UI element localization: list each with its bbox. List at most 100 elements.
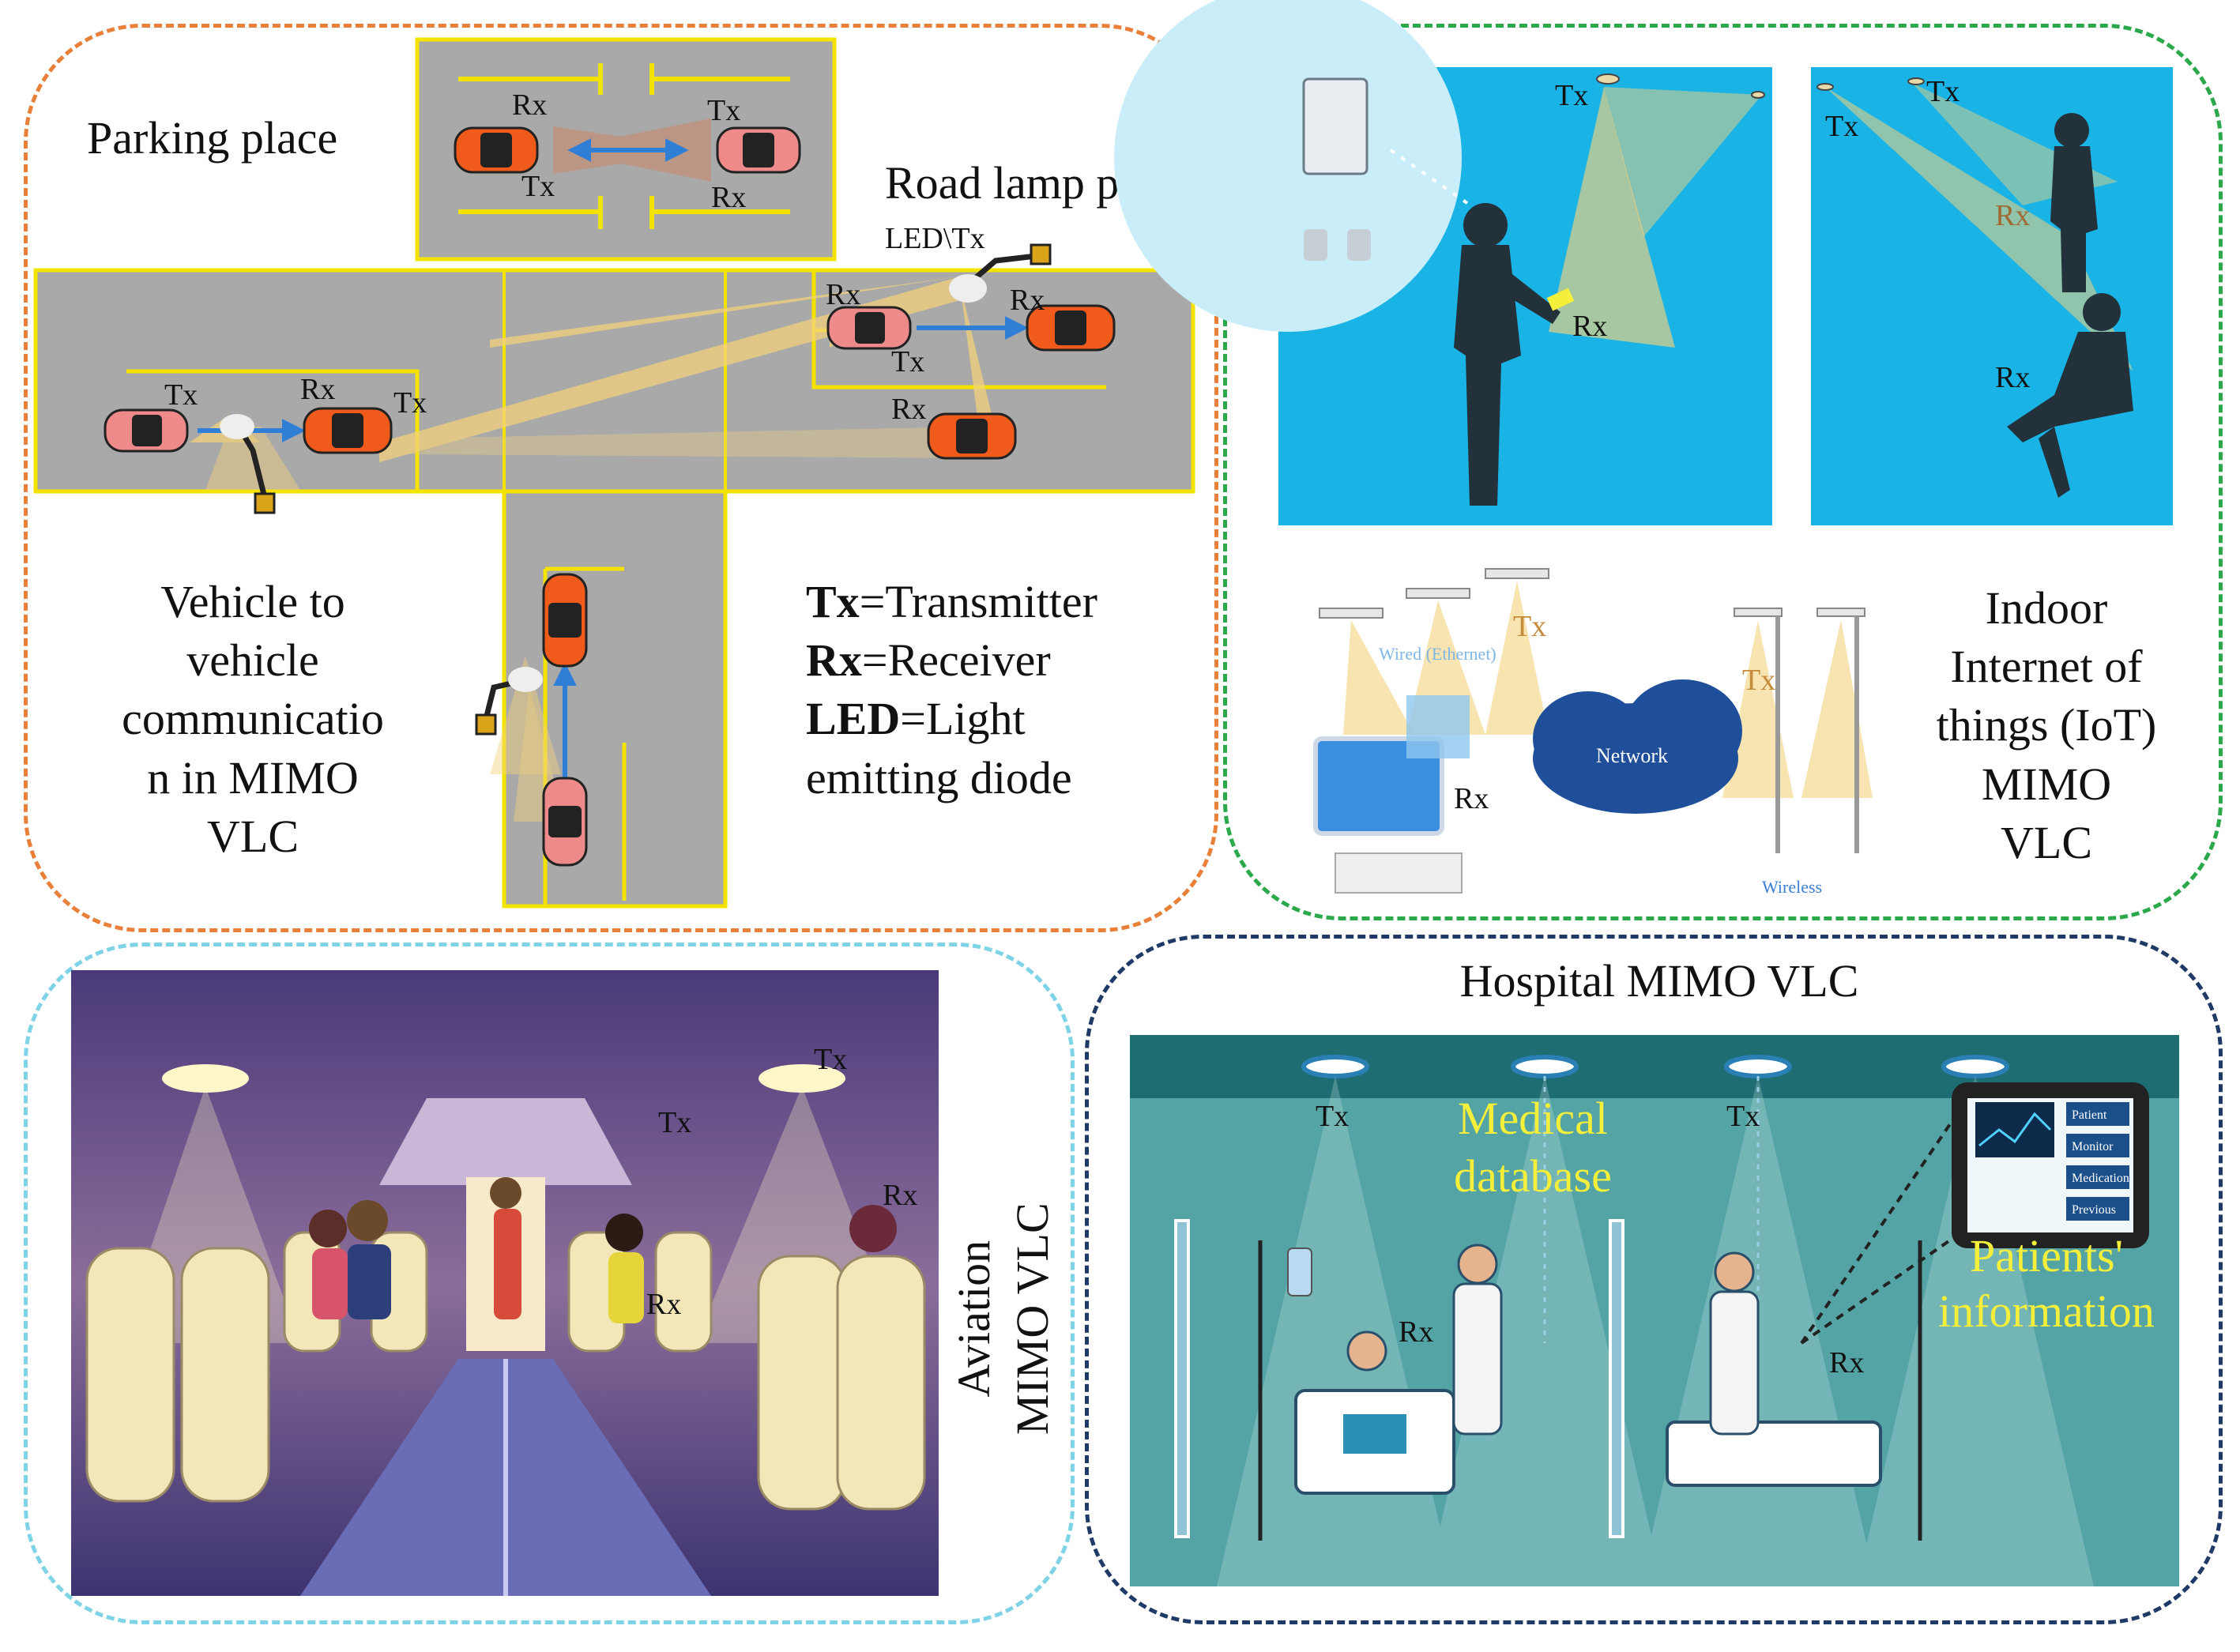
iot-title-line: Internet of	[1950, 641, 2143, 693]
vertical-road	[502, 489, 728, 909]
tablet-zoom	[1800, 1120, 2008, 1345]
car-pink-right	[826, 306, 912, 350]
doctors	[1346, 1244, 1760, 1436]
car-pink-vertical	[542, 777, 588, 867]
v2v-title-line: Vehicle to	[160, 576, 345, 627]
computer-monitor	[1313, 736, 1444, 836]
v2v-title-line: VLC	[207, 810, 299, 862]
parking-slot-lines	[458, 63, 790, 229]
aviation-rx1: Rx	[883, 1179, 917, 1212]
iot-title-line: Indoor	[1985, 582, 2108, 634]
lamp-post-left	[220, 414, 276, 514]
iot-scene2	[1811, 67, 2173, 525]
v2v-panel	[24, 24, 1218, 932]
car-orange-parking-left	[454, 126, 539, 174]
passengers	[309, 1177, 897, 1323]
v2v-light-beams	[190, 277, 996, 822]
tag-park-tx-bottom: Tx	[521, 170, 555, 203]
iot-title: Indoor Internet of things (IoT) MIMO VLC	[1912, 579, 2181, 872]
aviation-panel	[24, 943, 1075, 1624]
patients-information-line: information	[1938, 1285, 2155, 1337]
keyboard	[1335, 852, 1463, 894]
iot-title-line: VLC	[2001, 816, 2092, 868]
iot-scene3-rx: Rx	[1454, 782, 1489, 815]
iot-scene1-rx: Rx	[1572, 310, 1607, 343]
iv-stands	[1258, 1240, 1922, 1541]
medical-database-label: Medical database	[1414, 1090, 1651, 1205]
wired-text: Wired (Ethernet)	[1379, 644, 1496, 664]
lamp-stands	[1775, 616, 1859, 853]
car-orange-right-bottom	[927, 412, 1017, 460]
tag-right-rx2: Rx	[1010, 284, 1045, 317]
car-pink-parking-right	[716, 126, 801, 174]
v2v-title-line: n in MIMO	[147, 751, 359, 803]
server-icon	[1302, 77, 1368, 175]
iot-scene1-tx: Tx	[1555, 79, 1588, 112]
lamp-post-right	[949, 243, 1052, 303]
hospital-tx2: Tx	[1726, 1100, 1760, 1133]
car-orange-right-top	[1026, 304, 1116, 352]
wall-lamps	[1174, 1219, 1624, 1538]
car-pink-left	[104, 408, 189, 453]
person-standing-2	[2050, 113, 2098, 292]
v2v-arrows	[198, 138, 1029, 794]
tag-right-rx3: Rx	[891, 393, 926, 426]
v2v-legend: Tx=Transmitter Rx=Receiver LED=Light emi…	[806, 573, 1097, 807]
wireless-text: Wireless	[1762, 877, 1822, 897]
tablet-menu-item: Medication	[2072, 1172, 2129, 1185]
tag-park-rx-top: Rx	[512, 88, 547, 122]
hospital-rx2: Rx	[1829, 1346, 1864, 1379]
aviation-tx1: Tx	[814, 1043, 847, 1076]
iot-scene3-tx2: Tx	[1742, 664, 1775, 697]
iot-scene2-tx2: Tx	[1926, 75, 1960, 108]
led-tx-label: LED\Tx	[885, 222, 985, 255]
tag-left-tx2: Tx	[393, 386, 427, 420]
tag-park-rx-bottom: Rx	[711, 181, 746, 214]
medical-database-line: database	[1454, 1150, 1612, 1202]
legend-tx: Tx=Transmitter	[806, 576, 1097, 627]
iot-panel	[1223, 24, 2223, 920]
tag-left-tx: Tx	[164, 378, 198, 412]
hospital-panel	[1085, 935, 2223, 1624]
tag-right-tx: Tx	[891, 345, 924, 378]
tag-left-rx: Rx	[300, 373, 335, 406]
legend-led-cont: emitting diode	[806, 751, 1072, 803]
patients-information-label: Patients' information	[1912, 1229, 2181, 1338]
tablet-menu-item: Monitor	[2072, 1140, 2114, 1153]
medical-database-line: Medical	[1457, 1093, 1609, 1144]
legend-led: LED=Light	[806, 693, 1026, 745]
aviation-tx2: Tx	[658, 1106, 691, 1139]
iot-title-line: things (IoT)	[1936, 699, 2157, 751]
ceiling-leds	[1301, 1055, 2009, 1078]
iot-scene2-rx2: Rx	[1995, 361, 2030, 394]
hospital-rx1: Rx	[1399, 1315, 1433, 1349]
tablet-menu-item: Previous	[2072, 1203, 2116, 1217]
car-orange-vertical	[542, 573, 588, 668]
aviation-rx2: Rx	[646, 1288, 681, 1321]
iot-scene3-tx1: Tx	[1513, 610, 1546, 643]
tablet-menu	[2066, 1102, 2129, 1221]
person-sitting	[2007, 293, 2133, 498]
lamp-post-vertical	[475, 667, 543, 736]
tag-park-tx-top: Tx	[707, 94, 740, 127]
v2v-title: Vehicle to vehicle communicatio n in MIM…	[95, 573, 411, 866]
parking-label: Parking place	[87, 112, 338, 164]
patients-information-line: Patients'	[1969, 1230, 2124, 1281]
iot-title-line: MIMO	[1981, 758, 2112, 810]
tag-right-rx: Rx	[826, 278, 860, 311]
iot-scene2-rx1: Rx	[1995, 199, 2030, 232]
person-standing	[1454, 203, 1560, 506]
car-orange-left	[303, 407, 393, 454]
v2v-title-line: communicatio	[122, 693, 384, 745]
tablet-menu-item: Patient	[2072, 1108, 2107, 1122]
legend-rx: Rx=Receiver	[806, 634, 1051, 687]
cloud-icon	[1533, 679, 1742, 814]
iot-scene2-tx1: Tx	[1825, 110, 1858, 143]
hospital-tx1: Tx	[1316, 1100, 1349, 1133]
ceiling-lamps	[1319, 568, 1865, 619]
hospital-title: Hospital MIMO VLC	[1459, 955, 1859, 1007]
